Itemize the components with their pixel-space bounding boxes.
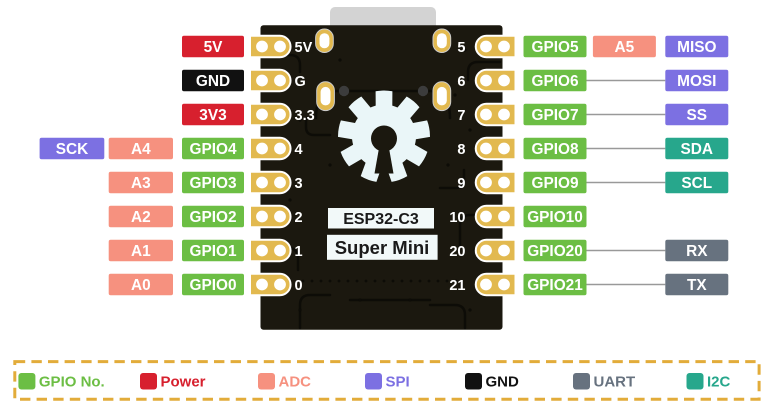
svg-text:A1: A1 — [131, 243, 151, 260]
svg-text:MOSI: MOSI — [677, 73, 716, 90]
svg-text:2: 2 — [295, 210, 303, 226]
svg-text:GPIO1: GPIO1 — [189, 243, 236, 260]
svg-text:ESP32-C3: ESP32-C3 — [343, 211, 419, 228]
svg-text:10: 10 — [449, 210, 465, 226]
svg-text:GPIO6: GPIO6 — [531, 73, 578, 90]
svg-text:Power: Power — [161, 374, 206, 391]
svg-text:A4: A4 — [131, 141, 151, 158]
svg-text:3V3: 3V3 — [199, 107, 226, 124]
svg-text:GPIO2: GPIO2 — [189, 209, 236, 226]
svg-text:GPIO4: GPIO4 — [189, 141, 236, 158]
svg-text:A0: A0 — [131, 277, 151, 294]
svg-text:G: G — [295, 74, 306, 90]
svg-text:1: 1 — [295, 244, 303, 260]
svg-text:A3: A3 — [131, 175, 151, 192]
svg-text:GND: GND — [486, 374, 520, 391]
svg-text:GPIO No.: GPIO No. — [39, 374, 105, 391]
svg-text:SDA: SDA — [681, 141, 714, 158]
svg-text:TX: TX — [687, 277, 707, 294]
svg-text:GPIO0: GPIO0 — [189, 277, 236, 294]
svg-text:RX: RX — [686, 243, 708, 260]
svg-text:A2: A2 — [131, 209, 151, 226]
svg-text:4: 4 — [295, 142, 303, 158]
svg-text:GPIO20: GPIO20 — [527, 243, 583, 260]
svg-text:6: 6 — [457, 74, 465, 90]
svg-text:5V: 5V — [204, 39, 224, 56]
svg-text:SCL: SCL — [681, 175, 712, 192]
svg-text:SCK: SCK — [56, 141, 89, 158]
svg-text:A5: A5 — [615, 39, 635, 56]
svg-text:SS: SS — [687, 107, 708, 124]
svg-text:Super Mini: Super Mini — [335, 237, 430, 258]
svg-text:21: 21 — [449, 278, 465, 294]
svg-text:ADC: ADC — [279, 374, 312, 391]
svg-text:I2C: I2C — [707, 374, 731, 391]
svg-text:9: 9 — [457, 176, 465, 192]
svg-text:GPIO8: GPIO8 — [531, 141, 578, 158]
svg-text:GND: GND — [196, 73, 230, 90]
svg-text:GPIO7: GPIO7 — [531, 107, 578, 124]
svg-text:GPIO21: GPIO21 — [527, 277, 583, 294]
svg-text:GPIO5: GPIO5 — [531, 39, 578, 56]
svg-text:0: 0 — [295, 278, 303, 294]
svg-text:UART: UART — [594, 374, 636, 391]
svg-text:8: 8 — [457, 142, 465, 158]
svg-text:MISO: MISO — [677, 39, 716, 56]
svg-text:3.3: 3.3 — [295, 108, 315, 124]
svg-text:5: 5 — [457, 40, 465, 56]
svg-text:GPIO10: GPIO10 — [527, 209, 583, 226]
svg-text:3: 3 — [295, 176, 303, 192]
svg-text:GPIO3: GPIO3 — [189, 175, 236, 192]
svg-text:5V: 5V — [295, 40, 313, 56]
svg-text:SPI: SPI — [386, 374, 410, 391]
svg-text:GPIO9: GPIO9 — [531, 175, 578, 192]
svg-text:7: 7 — [457, 108, 465, 124]
svg-text:20: 20 — [449, 244, 465, 260]
